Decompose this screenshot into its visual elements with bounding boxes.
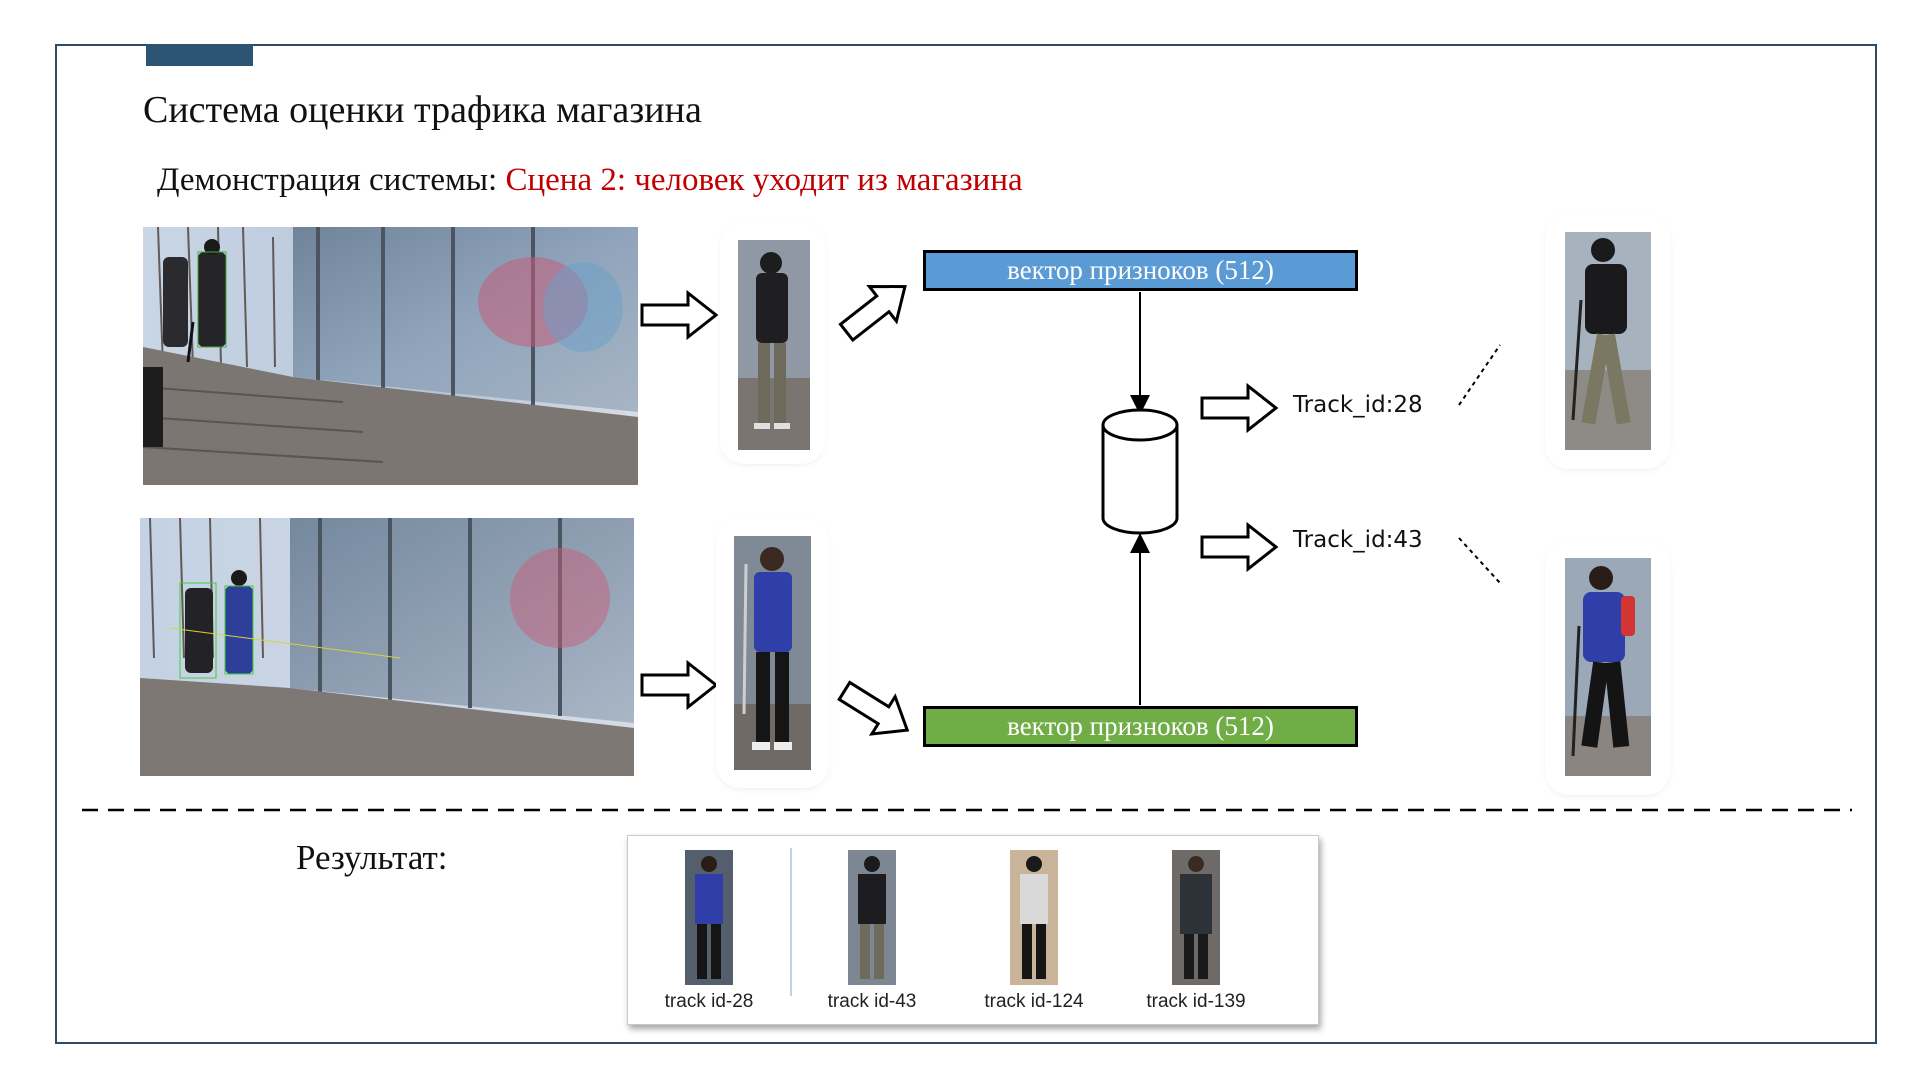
thumbnail-track-139 (1172, 850, 1220, 985)
gallery-image-bottom (1551, 546, 1664, 789)
thumbnail-caption: track id-43 (827, 991, 917, 1012)
database-icon (1101, 408, 1179, 535)
thumbnail-caption: track id-28 (664, 991, 754, 1012)
arrow-right-icon (640, 660, 719, 710)
feature-vector-top-label: вектор призноков (512) (1007, 255, 1274, 285)
gallery-image-top (1551, 220, 1664, 463)
thumbnail-track-43 (848, 850, 896, 985)
arrow-down-right-icon (837, 680, 910, 736)
person-crop-top-image (726, 228, 819, 458)
thumbnail-track-28 (685, 850, 733, 985)
track-id-label-bottom: Track_id:43 (1293, 527, 1423, 553)
arrow-right-icon (640, 290, 719, 340)
person-crop-bottom-image (722, 524, 823, 782)
result-gallery-panel: track id-28 track id-43 track id-124 tra… (627, 835, 1319, 1025)
feature-vector-top: вектор призноков (512) (923, 250, 1358, 291)
person-crop-top (726, 228, 819, 458)
feature-vector-bottom-label: вектор призноков (512) (1007, 711, 1274, 741)
slide-frame (55, 44, 1877, 1044)
title-accent-bar (146, 44, 253, 66)
thumbnail-caption: track id-139 (1146, 991, 1246, 1012)
camera-frame-top (143, 227, 638, 485)
track-id-label-top: Track_id:28 (1293, 392, 1423, 418)
arrow-right-icon (1200, 383, 1279, 433)
section-divider (82, 808, 1852, 812)
slide-subtitle: Демонстрация системы: Сцена 2: человек у… (157, 162, 1023, 199)
dashed-connectors (1458, 344, 1501, 584)
gallery-image-top-image (1551, 220, 1664, 463)
thumbnail-track-124 (1010, 850, 1058, 985)
arrow-up-right-icon (838, 284, 907, 343)
gallery-image-bottom-image (1551, 546, 1664, 789)
street-scene-bottom-image (140, 518, 634, 776)
result-label: Результат: (296, 838, 448, 877)
camera-frame-bottom (140, 518, 634, 776)
subtitle-scene: Сцена 2: человек уходит из магазина (505, 162, 1023, 198)
feature-vector-bottom: вектор призноков (512) (923, 706, 1358, 747)
database-connectors (1130, 292, 1150, 705)
subtitle-prefix: Демонстрация системы: (157, 162, 506, 198)
street-scene-top-image (143, 227, 638, 485)
thumbnail-caption: track id-124 (984, 991, 1084, 1012)
arrow-right-icon (1200, 522, 1279, 572)
result-thumbnails (685, 848, 1220, 996)
slide-title: Система оценки трафика магазина (143, 89, 702, 131)
person-crop-bottom (722, 524, 823, 782)
